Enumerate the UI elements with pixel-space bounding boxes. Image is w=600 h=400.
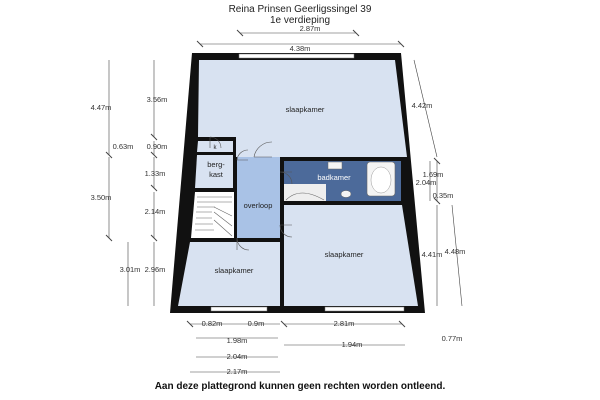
- dim-left-inner-top: 3.56m: [147, 95, 168, 104]
- window-bottom-left: [210, 306, 268, 312]
- room-label-storage-line2: kast: [209, 170, 224, 179]
- top-bedroom-floor: [198, 60, 407, 157]
- dimension-ticks: [105, 29, 441, 328]
- dim-bottom-h: 2.17m: [227, 367, 248, 376]
- door-swings: [209, 136, 293, 251]
- bathtub-basin: [370, 166, 392, 194]
- stair-floor: [191, 192, 234, 238]
- dim-left-outer-mid: 3.50m: [91, 193, 112, 202]
- room-label-top-bedroom: slaapkamer: [286, 105, 325, 114]
- bottom-left-bedroom-floor: [178, 242, 280, 306]
- shower-area: [284, 184, 326, 201]
- dim-left-outer-bottom: 3.01m: [120, 265, 141, 274]
- plan-title: Reina Prinsen Geerligssingel 39: [228, 4, 372, 15]
- dim-bottom-g: 2.04m: [227, 352, 248, 361]
- dim-bottom-b: 0.9m: [248, 319, 265, 328]
- sink: [327, 161, 343, 170]
- dim-left-small-b: 0.90m: [147, 142, 168, 151]
- dim-right-small: 0.35m: [433, 191, 454, 200]
- dim-bottom-f: 1.94m: [342, 340, 363, 349]
- landing-floor: [237, 157, 280, 238]
- dim-right-bottom-b: 4.48m: [445, 247, 466, 256]
- dim-right-bath-w: 2.04m: [416, 178, 437, 187]
- dim-bottom-a: 0.82m: [202, 319, 223, 328]
- dim-left-inner-bottom: 2.96m: [145, 265, 166, 274]
- disclaimer-text: Aan deze plattegrond kunnen geen rechten…: [154, 381, 446, 392]
- room-label-bottom-left-bedroom: slaapkamer: [215, 266, 254, 275]
- dim-right-bath-h: 1.69m: [423, 170, 444, 179]
- closet-floor: [197, 141, 233, 152]
- dim-bottom-d: 0.77m: [442, 334, 463, 343]
- staircase: [195, 196, 233, 237]
- dim-top-inner: 2.87m: [300, 24, 321, 33]
- dim-left-small-a: 0.63m: [113, 142, 134, 151]
- room-label-bathroom: badkamer: [317, 173, 351, 182]
- storage-floor: [195, 155, 233, 188]
- dim-right-bottom-a: 4.41m: [422, 250, 443, 259]
- room-label-closet: k: [214, 145, 218, 151]
- bottom-right-bedroom-floor: [284, 205, 418, 306]
- room-label-storage-line1: berg-: [207, 160, 225, 169]
- dim-bottom-c: 2.81m: [334, 319, 355, 328]
- plan-floor-label: 1e verdieping: [269, 15, 331, 26]
- dimension-lines: [108, 32, 463, 373]
- window-bottom-right: [324, 306, 405, 312]
- room-label-landing: overloop: [244, 201, 273, 210]
- dim-left-storage: 1.33m: [145, 169, 166, 178]
- dim-top-outer: 4.38m: [290, 44, 311, 53]
- dim-bottom-e: 1.98m: [227, 336, 248, 345]
- toilet: [340, 190, 352, 198]
- room-label-bottom-right-bedroom: slaapkamer: [325, 250, 364, 259]
- window-top: [238, 53, 355, 59]
- dim-left-landing: 2.14m: [145, 207, 166, 216]
- dim-right-top: 4.42m: [412, 101, 433, 110]
- dim-left-outer-top: 4.47m: [91, 103, 112, 112]
- shower-door: [285, 192, 325, 201]
